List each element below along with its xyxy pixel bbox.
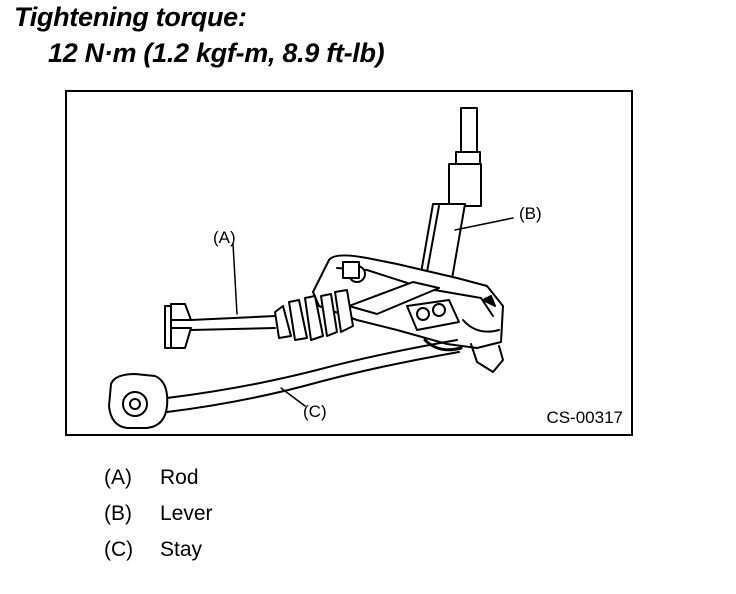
stay	[108, 339, 460, 429]
legend: (A) Rod (B) Lever (C) Stay	[104, 466, 213, 574]
callout-c: (C)	[303, 402, 327, 421]
legend-row: (B) Lever	[104, 502, 213, 538]
legend-label: Lever	[160, 502, 213, 525]
rod-assembly	[164, 289, 354, 349]
legend-key: (B)	[104, 502, 132, 525]
lever-shaft	[416, 107, 482, 297]
figure-frame: (A) (B) (C) CS-00317	[65, 90, 633, 436]
legend-key: (C)	[104, 538, 134, 561]
legend-label: Rod	[160, 466, 199, 489]
shift-lever-drawing	[108, 107, 514, 429]
torque-title: Tightening torque:	[14, 2, 247, 32]
legend-key: (A)	[104, 466, 132, 489]
legend-row: (C) Stay	[104, 538, 213, 574]
legend-label: Stay	[160, 538, 203, 561]
callout-b: (B)	[519, 204, 542, 223]
torque-value: 12 N·m (1.2 kgf-m, 8.9 ft-lb)	[48, 38, 385, 68]
housing	[312, 254, 504, 373]
figure-code: CS-00317	[546, 408, 623, 427]
legend-row: (A) Rod	[104, 466, 213, 502]
callout-a: (A)	[213, 228, 236, 247]
